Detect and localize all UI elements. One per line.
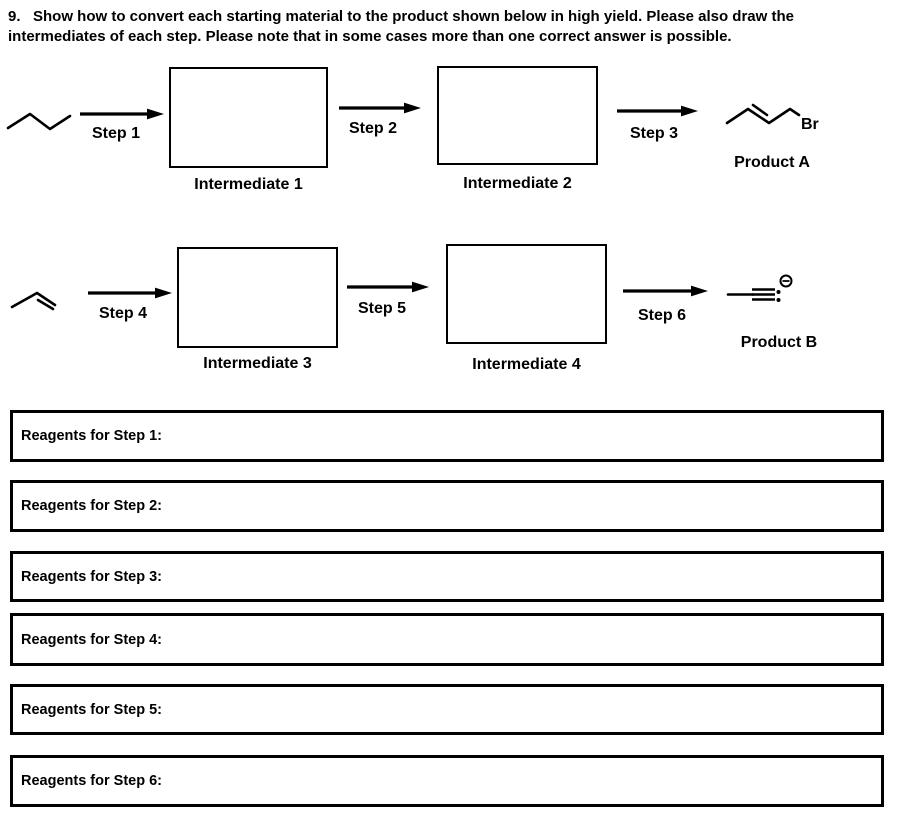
step-1-arrow bbox=[80, 108, 164, 120]
question-line-1: 9. Show how to convert each starting mat… bbox=[8, 8, 794, 25]
step-2-arrow bbox=[339, 102, 421, 114]
reagent-step-2-box: Reagents for Step 2: bbox=[10, 480, 884, 532]
reagent-step-6-box: Reagents for Step 6: bbox=[10, 755, 884, 807]
reagent-step-1-label: Reagents for Step 1: bbox=[21, 428, 162, 444]
reagent-step-3-box: Reagents for Step 3: bbox=[10, 551, 884, 602]
step-6-label: Step 6 bbox=[637, 307, 686, 324]
product-b-label: Product B bbox=[740, 334, 818, 351]
question-line-2: intermediates of each step. Please note … bbox=[8, 28, 732, 45]
butane-structure bbox=[6, 112, 72, 131]
intermediate-1-box bbox=[169, 67, 328, 168]
reagent-step-1-box: Reagents for Step 1: bbox=[10, 410, 884, 462]
intermediate-4-box bbox=[446, 244, 607, 344]
step-4-label: Step 4 bbox=[98, 305, 147, 322]
intermediate-3-label: Intermediate 3 bbox=[203, 355, 312, 372]
br-label: Br bbox=[801, 116, 819, 133]
step-3-arrow bbox=[617, 105, 698, 117]
step-5-label: Step 5 bbox=[357, 300, 406, 317]
step-4-arrow bbox=[88, 287, 172, 299]
product-b-structure bbox=[726, 274, 793, 302]
intermediate-3-box bbox=[177, 247, 338, 348]
negative-charge-icon bbox=[779, 274, 793, 288]
question-text: 9. Show how to convert each starting mat… bbox=[8, 7, 794, 47]
product-a-label: Product A bbox=[734, 154, 810, 171]
reagent-step-2-label: Reagents for Step 2: bbox=[21, 498, 162, 514]
intermediate-2-label: Intermediate 2 bbox=[463, 175, 572, 192]
intermediate-2-box bbox=[437, 66, 598, 165]
reagent-step-5-box: Reagents for Step 5: bbox=[10, 684, 884, 735]
intermediate-1-label: Intermediate 1 bbox=[194, 176, 303, 193]
step-6-arrow bbox=[623, 285, 708, 297]
step-2-label: Step 2 bbox=[348, 120, 397, 137]
reagent-step-5-label: Reagents for Step 5: bbox=[21, 701, 162, 718]
reagent-step-4-box: Reagents for Step 4: bbox=[10, 613, 884, 666]
reagent-step-4-label: Reagents for Step 4: bbox=[21, 631, 162, 648]
propene-structure bbox=[10, 291, 57, 311]
step-5-arrow bbox=[347, 281, 429, 293]
step-3-label: Step 3 bbox=[629, 125, 678, 142]
reagent-step-6-label: Reagents for Step 6: bbox=[21, 773, 162, 789]
reagent-step-3-label: Reagents for Step 3: bbox=[21, 568, 162, 585]
intermediate-4-label: Intermediate 4 bbox=[472, 356, 581, 373]
product-a-structure: Br bbox=[725, 103, 819, 133]
step-1-label: Step 1 bbox=[91, 125, 140, 142]
lone-pair-dots bbox=[776, 290, 781, 302]
triple-bond bbox=[752, 288, 775, 301]
